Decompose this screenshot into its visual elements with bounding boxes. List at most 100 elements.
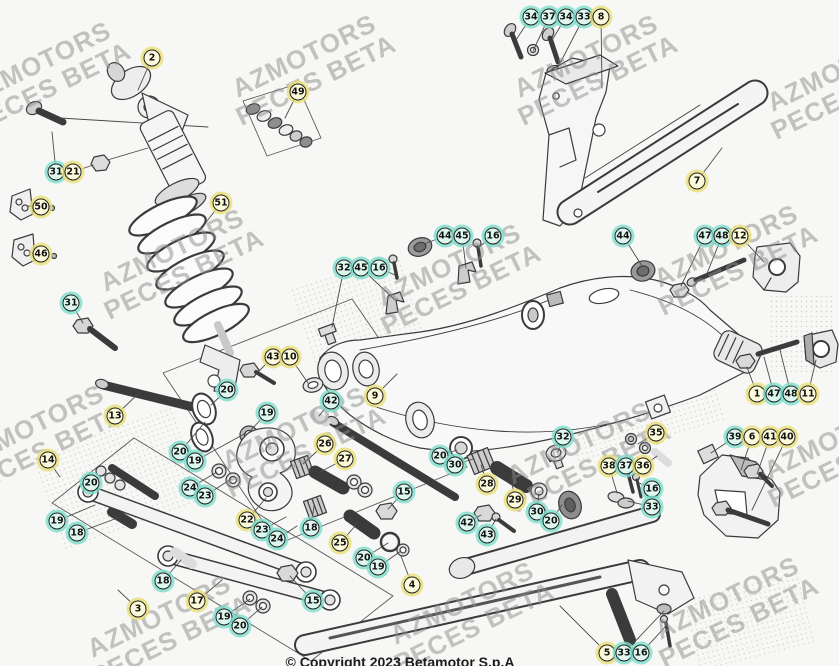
callout-37: 37 <box>540 8 558 26</box>
callout-33: 33 <box>575 8 593 26</box>
callout-16: 16 <box>370 259 388 277</box>
linkage-cap <box>545 444 567 462</box>
pivot-pins <box>95 362 459 501</box>
chain-roller-brackets <box>9 188 58 267</box>
chain-slider-lower <box>294 505 695 656</box>
callout-33: 33 <box>643 498 661 516</box>
rocker-bearings <box>289 454 373 498</box>
callout-33: 33 <box>615 644 633 662</box>
callout-19: 19 <box>215 608 233 626</box>
callout-24: 24 <box>181 479 199 497</box>
callout-19: 19 <box>369 558 387 576</box>
callout-2: 2 <box>143 49 161 67</box>
lower-shock-bolt <box>72 317 118 351</box>
callout-27: 27 <box>336 450 354 468</box>
callout-20: 20 <box>218 381 236 399</box>
callout-7: 7 <box>688 172 706 190</box>
callout-35: 35 <box>647 424 665 442</box>
callout-42: 42 <box>458 514 476 532</box>
shock-absorber <box>106 62 250 394</box>
callout-34: 34 <box>557 8 575 26</box>
callout-8: 8 <box>592 8 610 26</box>
callout-26: 26 <box>316 435 334 453</box>
callout-3: 3 <box>129 600 147 618</box>
swingarm-caps <box>317 237 656 346</box>
callout-51: 51 <box>212 194 230 212</box>
callout-23: 23 <box>196 487 214 505</box>
callout-44: 44 <box>614 227 632 245</box>
callout-17: 17 <box>188 592 206 610</box>
callout-31: 31 <box>47 163 65 181</box>
callout-29: 29 <box>506 491 524 509</box>
callout-43: 43 <box>264 348 282 366</box>
callout-16: 16 <box>643 480 661 498</box>
swingarm-bearing-stack <box>449 436 582 533</box>
linkage-rocker <box>236 427 296 512</box>
callout-20: 20 <box>355 549 373 567</box>
callout-16: 16 <box>484 227 502 245</box>
callout-15: 15 <box>395 483 413 501</box>
callout-34: 34 <box>522 8 540 26</box>
callout-45: 45 <box>453 227 471 245</box>
axle-hardware <box>669 242 839 369</box>
callout-6: 6 <box>743 428 761 446</box>
swingarm <box>317 275 763 453</box>
callout-49: 49 <box>289 83 307 101</box>
callout-25: 25 <box>331 534 349 552</box>
callout-47: 47 <box>765 385 783 403</box>
callout-16: 16 <box>632 644 650 662</box>
callout-37: 37 <box>617 457 635 475</box>
callout-38: 38 <box>600 457 618 475</box>
mud-flap <box>538 54 619 227</box>
callout-47: 47 <box>696 227 714 245</box>
callout-43: 43 <box>478 526 496 544</box>
callout-1: 1 <box>748 385 766 403</box>
shock-spring <box>128 195 250 344</box>
callout-48: 48 <box>713 227 731 245</box>
callout-44: 44 <box>436 227 454 245</box>
callout-4: 4 <box>403 576 421 594</box>
chain-guide <box>697 443 781 539</box>
callout-21: 21 <box>64 163 82 181</box>
callout-48: 48 <box>782 385 800 403</box>
callout-23: 23 <box>253 521 271 539</box>
callout-12: 12 <box>731 227 749 245</box>
callout-28: 28 <box>478 475 496 493</box>
callout-10: 10 <box>281 348 299 366</box>
copyright-text: © Copyright 2023 Betamotor S.p.A <box>285 654 515 666</box>
callout-20: 20 <box>171 443 189 461</box>
callout-9: 9 <box>366 387 384 405</box>
callout-20: 20 <box>542 512 560 530</box>
callout-19: 19 <box>258 404 276 422</box>
callout-39: 39 <box>726 428 744 446</box>
callout-19: 19 <box>48 512 66 530</box>
callout-45: 45 <box>352 259 370 277</box>
callout-32: 32 <box>554 428 572 446</box>
upper-shock-fasteners <box>25 100 111 172</box>
callout-40: 40 <box>778 428 796 446</box>
callout-41: 41 <box>761 428 779 446</box>
callout-19: 19 <box>186 452 204 470</box>
callout-31: 31 <box>62 294 80 312</box>
callout-20: 20 <box>82 474 100 492</box>
callout-30: 30 <box>528 503 546 521</box>
callout-20: 20 <box>431 447 449 465</box>
callout-30: 30 <box>446 456 464 474</box>
linkage-rods <box>77 481 410 614</box>
callout-11: 11 <box>799 385 817 403</box>
callout-36: 36 <box>634 457 652 475</box>
callout-13: 13 <box>106 407 124 425</box>
chain-slider-upper <box>556 79 769 226</box>
callout-15: 15 <box>304 592 322 610</box>
callout-18: 18 <box>154 572 172 590</box>
callout-50: 50 <box>32 198 50 216</box>
group-outlines <box>51 83 468 662</box>
callout-5: 5 <box>598 644 616 662</box>
callout-18: 18 <box>302 519 320 537</box>
callout-14: 14 <box>39 451 57 469</box>
callout-42: 42 <box>322 392 340 410</box>
callout-24: 24 <box>268 530 286 548</box>
callout-32: 32 <box>335 259 353 277</box>
callout-20: 20 <box>231 617 249 635</box>
